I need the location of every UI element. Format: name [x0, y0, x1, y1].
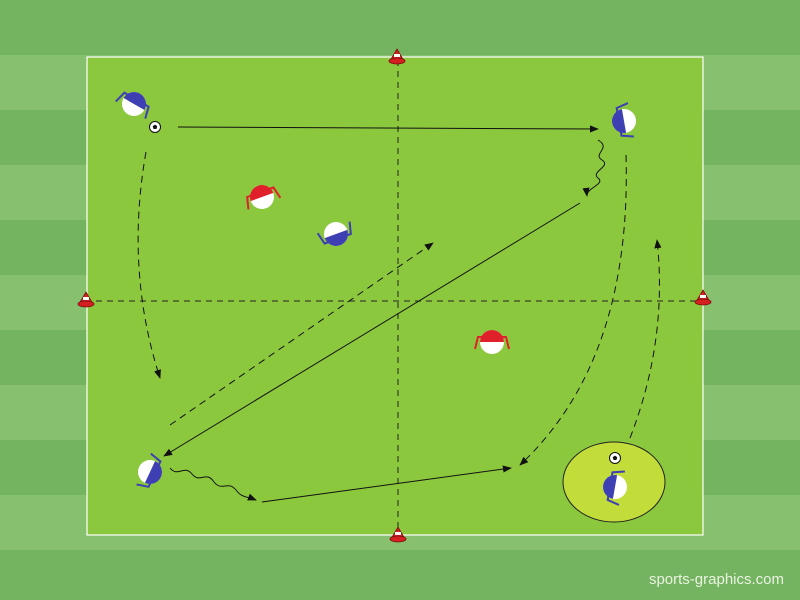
run-arrows [137, 151, 662, 466]
pass-arrow-top [177, 125, 599, 133]
dribble-paths [169, 139, 605, 501]
soccer-ball-icon [149, 121, 161, 133]
cone-icon [388, 48, 406, 65]
cone-icon [694, 289, 712, 306]
dribble-path-right [582, 139, 605, 197]
cone-icon [389, 526, 407, 543]
player-icon [115, 91, 150, 119]
player-icon [474, 330, 510, 354]
pass-arrow-bottom [261, 465, 512, 503]
player-icon [612, 102, 636, 138]
pass-arrows [163, 125, 599, 503]
soccer-ball-icon [609, 452, 621, 464]
watermark: sports-graphics.com [648, 571, 784, 588]
turf-stripe [0, 0, 800, 55]
run-arrow-diagonal [169, 242, 434, 426]
dribble-path-bottom [169, 467, 257, 501]
player-icon [136, 452, 162, 488]
turf-stripe [0, 550, 800, 600]
pass-arrow-diagonal [163, 202, 581, 457]
run-arrow-right [519, 154, 627, 466]
players [115, 91, 636, 506]
player-icon [316, 221, 352, 246]
run-arrow-zone [629, 239, 662, 439]
player-icon [603, 470, 627, 506]
cone-icon [77, 291, 95, 308]
run-arrow-left [137, 151, 161, 379]
cones [77, 48, 712, 543]
player-icon [246, 185, 282, 210]
